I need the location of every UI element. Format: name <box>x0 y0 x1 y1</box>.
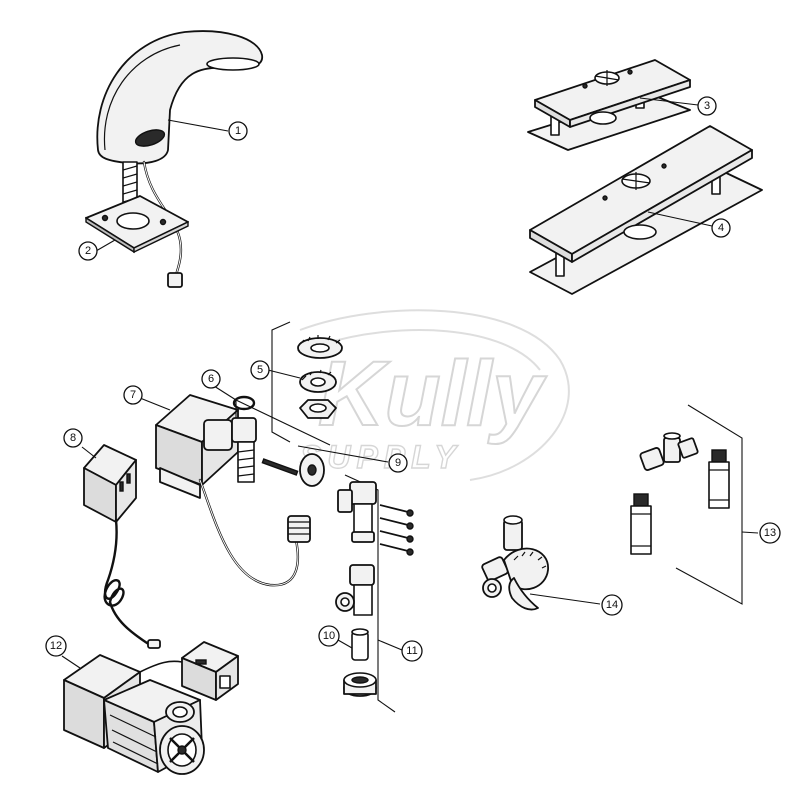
faucet-body <box>96 30 263 165</box>
lock-washer-top <box>297 335 343 359</box>
callout-8: 8 <box>63 428 83 448</box>
callout-14: 14 <box>601 594 623 616</box>
svg-text:14: 14 <box>606 599 618 611</box>
valve-tee-fitting <box>337 481 377 543</box>
watermark-sub: SUPPLY <box>300 439 462 475</box>
leader-lines <box>61 97 759 669</box>
svg-text:6: 6 <box>208 373 214 385</box>
svg-text:5: 5 <box>257 364 263 376</box>
callout-13: 13 <box>759 522 781 544</box>
callouts: 1 2 3 4 5 6 7 8 9 10 11 12 13 14 <box>45 96 781 662</box>
callout-1: 1 <box>228 121 248 141</box>
watermark-swoosh-inner <box>319 329 541 371</box>
extension-adapter-tall <box>708 449 730 509</box>
mounting-screws <box>379 504 414 556</box>
faucet-cable-connector <box>167 272 183 288</box>
svg-text:1: 1 <box>235 125 241 137</box>
temperature-stop-valve <box>481 515 549 611</box>
watermark: Kully SUPPLY <box>299 309 570 481</box>
callout-10: 10 <box>318 625 340 647</box>
hex-nut <box>299 399 337 419</box>
power-adapter <box>83 444 161 649</box>
compression-tee <box>639 432 699 471</box>
control-module <box>181 641 239 701</box>
callout-4: 4 <box>711 218 731 238</box>
watermark-swoosh <box>299 309 570 481</box>
small-deck-plate <box>527 59 691 151</box>
faucet-mounting-plate <box>85 195 189 254</box>
valve-lever-handle <box>508 577 539 611</box>
power-adapter-plug <box>147 639 161 649</box>
svg-text:2: 2 <box>85 245 91 257</box>
svg-text:12: 12 <box>50 640 62 652</box>
nut-washer-stack <box>271 321 343 443</box>
callout-11: 11 <box>401 640 423 662</box>
faucet-outlet <box>206 57 260 71</box>
power-adapter-cable <box>103 518 152 647</box>
faucet-sensor-window <box>134 129 166 147</box>
watermark-brand: Kully <box>318 343 547 445</box>
solenoid-cable-connector <box>287 515 311 543</box>
callout-7: 7 <box>123 385 143 405</box>
filter-screen-assembly <box>235 399 331 487</box>
solenoid-valve-fitting <box>231 417 257 483</box>
svg-text:8: 8 <box>70 432 76 444</box>
star-washer <box>299 369 337 393</box>
svg-text:13: 13 <box>764 527 776 539</box>
svg-text:9: 9 <box>395 457 401 469</box>
valve-body-lower <box>335 564 375 616</box>
svg-text:10: 10 <box>323 630 335 642</box>
callout-12: 12 <box>45 635 67 657</box>
svg-text:7: 7 <box>130 389 136 401</box>
callout-2: 2 <box>78 241 98 261</box>
mixing-valve-handle <box>159 725 205 775</box>
solenoid-cable <box>198 478 299 587</box>
svg-text:4: 4 <box>718 222 724 234</box>
callout-9: 9 <box>388 453 408 473</box>
callout-3: 3 <box>697 96 717 116</box>
callout-5: 5 <box>250 360 270 380</box>
strainer-cap <box>343 672 377 697</box>
thermostatic-mixing-valve <box>63 641 239 775</box>
faucet-spout <box>96 30 263 288</box>
strainer-valve-assembly <box>335 474 414 713</box>
strainer-cartridge <box>343 628 377 697</box>
extension-adapter-short <box>630 493 652 555</box>
filter-pin <box>261 458 299 476</box>
svg-text:3: 3 <box>704 100 710 112</box>
solenoid-valve <box>155 394 311 587</box>
adapter-fittings <box>630 404 743 605</box>
callout-6: 6 <box>201 369 221 389</box>
svg-text:11: 11 <box>406 645 417 657</box>
large-deck-plate <box>529 125 763 295</box>
